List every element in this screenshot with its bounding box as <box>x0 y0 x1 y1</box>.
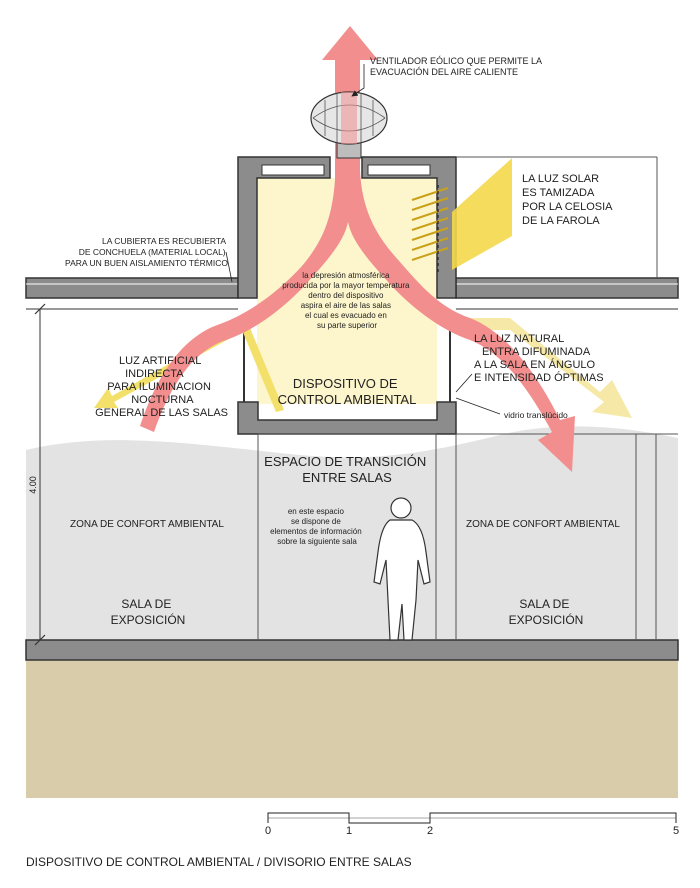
comfort-zone-shade <box>26 426 678 640</box>
drawing-title: DISPOSITIVO DE CONTROL AMBIENTAL / DIVIS… <box>26 855 412 869</box>
roof-slab-left <box>25 277 239 299</box>
scale-label-1: 1 <box>346 825 352 837</box>
transition-title: ESPACIO DE TRANSICIÓN ENTRE SALAS <box>264 454 430 485</box>
artificial-light-down <box>242 328 284 412</box>
artificial-light-note: LUZ ARTIFICIAL INDIRECTA PARA ILUMINACIO… <box>95 355 228 419</box>
sunlight-note: LA LUZ SOLAR ES TAMIZADA POR LA CELOSIA … <box>522 173 615 227</box>
height-dimension-label: 4.00 <box>28 476 38 494</box>
scale-label-2: 2 <box>427 825 433 837</box>
scale-label-0: 0 <box>265 825 271 837</box>
human-figure <box>373 497 431 641</box>
comfort-zone-right-label: ZONA DE CONFORT AMBIENTAL <box>466 519 620 530</box>
roof-note: LA CUBIERTA ES RECUBIERTA DE CONCHUELA (… <box>65 236 228 268</box>
scale-label-5: 5 <box>673 825 679 837</box>
device-title: DISPOSITIVO DE CONTROL AMBIENTAL <box>278 376 417 407</box>
glass-note: vidrio translúcido <box>504 410 568 420</box>
floor-slab <box>25 639 679 661</box>
exhibition-room-right-label: SALA DE EXPOSICIÓN <box>509 597 584 627</box>
exhibition-room-left-label: SALA DE EXPOSICIÓN <box>111 597 186 627</box>
louver-slats <box>411 187 449 261</box>
information-note: en este espacio se dispone de elementos … <box>270 507 364 546</box>
ventilator-note: VENTILADOR EÓLICO QUE PERMITE LA EVACUAC… <box>370 56 544 77</box>
graphic-scale <box>267 812 677 824</box>
depression-note: la depresión atmosférica producida por l… <box>282 271 411 330</box>
sunlight-beam <box>452 158 512 270</box>
natural-light-note: LA LUZ NATURAL ENTRA DIFUMINADA A LA SAL… <box>474 333 604 384</box>
roof-slab-right <box>455 277 679 299</box>
ground-fill <box>26 660 678 798</box>
comfort-zone-left-label: ZONA DE CONFORT AMBIENTAL <box>70 519 224 530</box>
wind-turbine-ventilator <box>310 91 388 159</box>
